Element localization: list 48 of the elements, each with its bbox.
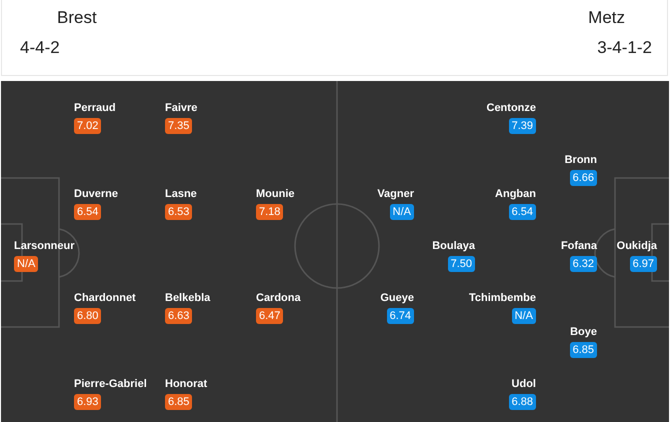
rating-badge: 6.54 xyxy=(74,204,102,220)
player-name: Mounie xyxy=(256,187,294,201)
team-name: Metz xyxy=(588,8,625,28)
player-name: Oukidja xyxy=(616,239,657,253)
player-name: Belkebla xyxy=(165,291,210,305)
formation-label: 4-4-2 xyxy=(20,38,60,58)
rating-badge: 6.74 xyxy=(386,308,414,324)
rating-badge: 7.18 xyxy=(256,204,284,220)
player-name: Vagner xyxy=(377,187,414,201)
rating-badge: 6.47 xyxy=(256,308,284,324)
player-name: Bronn xyxy=(564,153,597,167)
rating-badge: 7.02 xyxy=(74,118,102,134)
player-name: Faivre xyxy=(165,101,198,115)
rating-badge: 6.85 xyxy=(165,394,192,410)
rating-badge: 7.50 xyxy=(448,256,475,272)
rating-badge: 6.32 xyxy=(570,256,597,272)
player-name: Larsonneur xyxy=(14,239,75,253)
rating-badge: 7.35 xyxy=(165,118,192,134)
rating-badge: 7.39 xyxy=(508,118,536,134)
player-name: Perraud xyxy=(74,101,116,115)
player-name: Fofana xyxy=(560,239,597,253)
rating-badge: 6.54 xyxy=(508,204,536,220)
rating-badge: 6.88 xyxy=(508,394,536,410)
rating-badge: 6.53 xyxy=(165,204,192,220)
formation-label: 3-4-1-2 xyxy=(597,38,652,58)
rating-badge: N/A xyxy=(14,256,38,272)
player-name: Tchimbembe xyxy=(468,291,536,305)
player-name: Lasne xyxy=(165,187,197,201)
rating-badge: 6.85 xyxy=(570,342,597,358)
player-name: Cardona xyxy=(256,291,301,305)
rating-badge: 6.66 xyxy=(570,170,597,186)
player-name: Honorat xyxy=(165,377,208,391)
player-name: Duverne xyxy=(74,187,118,201)
player-name: Udol xyxy=(512,377,536,391)
team-name: Brest xyxy=(57,8,97,28)
rating-badge: 6.97 xyxy=(630,256,657,272)
player-name: Angban xyxy=(495,187,536,201)
rating-badge: 6.63 xyxy=(165,308,192,324)
rating-badge: 6.93 xyxy=(74,394,102,410)
rating-badge: 6.80 xyxy=(74,308,102,324)
rating-badge: N/A xyxy=(390,204,414,220)
player-name: Boye xyxy=(570,325,597,339)
rating-badge: N/A xyxy=(512,308,536,324)
player-name: Centonze xyxy=(486,101,536,115)
player-name: Pierre-Gabriel xyxy=(74,377,147,391)
player-name: Boulaya xyxy=(432,239,475,253)
player-name: Chardonnet xyxy=(74,291,136,305)
player-name: Gueye xyxy=(380,291,414,305)
